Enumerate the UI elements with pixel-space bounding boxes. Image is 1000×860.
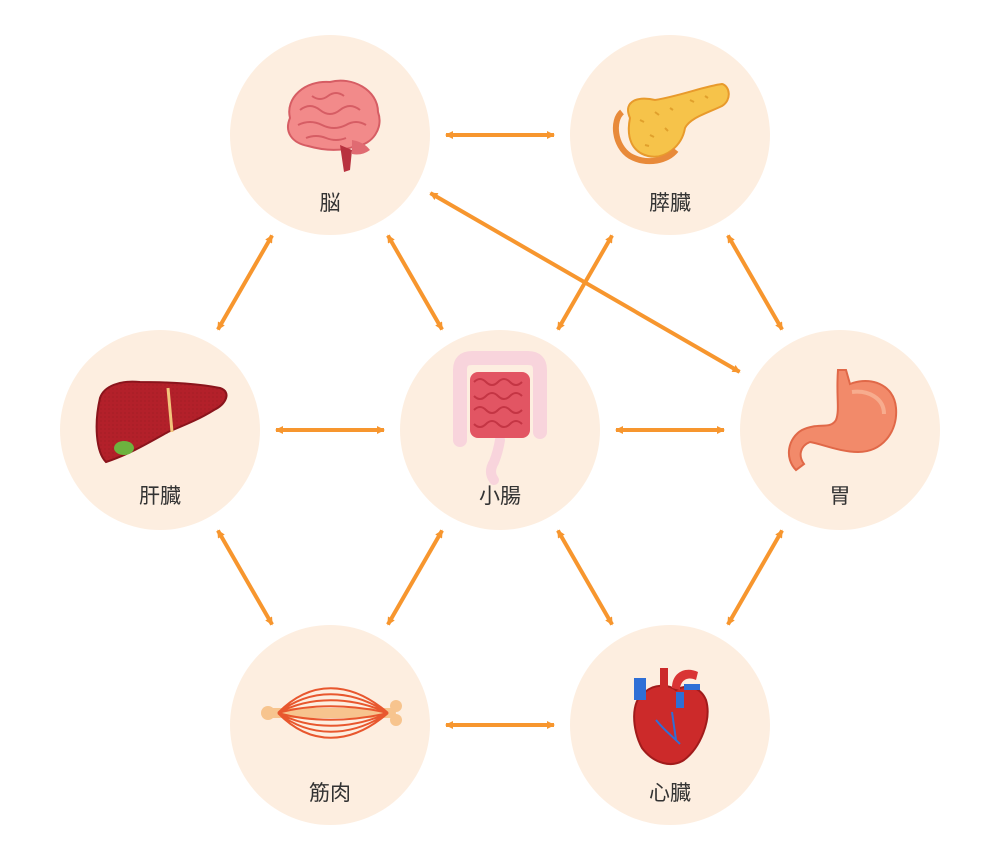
liver-icon	[95, 380, 228, 464]
arrow-pancreas-stomach	[726, 234, 784, 331]
organ-label-liver: 肝臓	[139, 484, 181, 508]
organ-label-heart: 心臓	[649, 781, 691, 805]
stomach-icon	[787, 369, 898, 472]
organ-node-intestine: 小腸	[400, 330, 600, 530]
arrow-stomach-heart	[726, 529, 784, 626]
organ-node-brain: 脳	[230, 35, 430, 235]
muscle-icon	[261, 687, 402, 739]
organ-node-liver: 肝臓	[60, 330, 260, 530]
organ-label-pancreas: 膵臓	[649, 191, 691, 215]
organ-node-stomach: 胃	[740, 330, 940, 530]
organ-label-brain: 脳	[320, 191, 341, 215]
heart-icon	[633, 668, 709, 765]
organ-label-stomach: 胃	[830, 484, 851, 508]
small-intestine-icon	[453, 351, 547, 485]
arrow-pancreas-intestine	[556, 234, 614, 331]
arrow-intestine-muscle	[386, 529, 444, 626]
connection-arrows	[216, 131, 784, 729]
arrow-liver-muscle	[216, 529, 274, 626]
brain-icon	[287, 79, 381, 172]
organ-label-muscle: 筋肉	[309, 781, 351, 805]
organ-node-pancreas: 膵臓	[570, 35, 770, 235]
pancreas-icon	[612, 82, 730, 165]
organ-node-muscle: 筋肉	[230, 625, 430, 825]
organ-label-intestine: 小腸	[479, 484, 521, 508]
organ-node-heart: 心臓	[570, 625, 770, 825]
arrow-brain-intestine	[386, 234, 444, 331]
arrow-brain-liver	[216, 234, 274, 331]
arrow-intestine-heart	[556, 529, 614, 626]
